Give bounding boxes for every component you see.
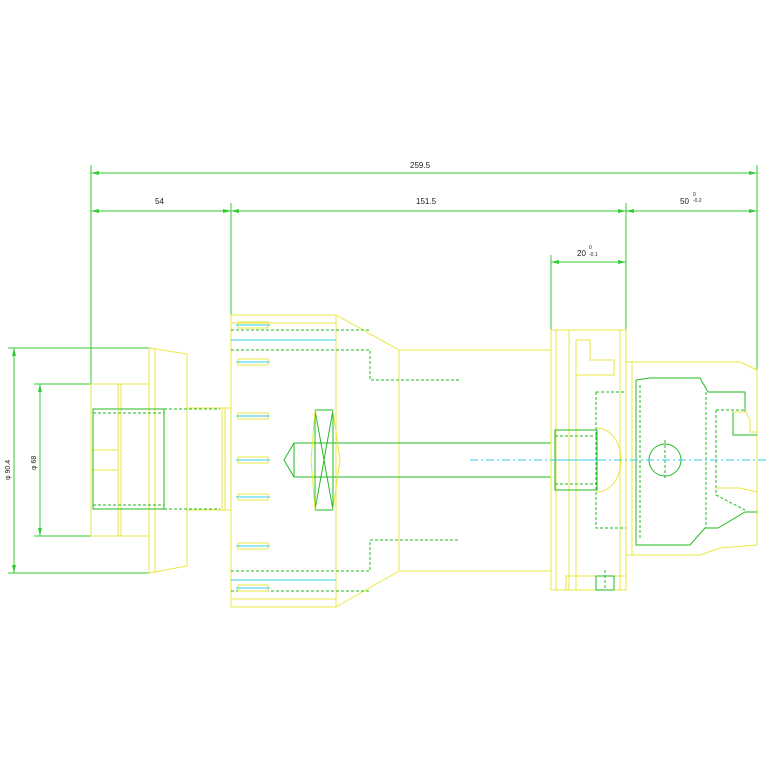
right-length-label: 50 — [680, 197, 689, 206]
dimension-layer — [8, 165, 758, 574]
flange-length-tol-upper: 0 — [589, 245, 592, 251]
inner-diameter-label: φ 68 — [31, 456, 38, 470]
overall-length-label: 259.5 — [410, 161, 431, 170]
middle-length-label: 151.5 — [416, 197, 437, 206]
flange-length-tol-lower: -0.1 — [589, 252, 598, 258]
flange-length-label: 20 — [577, 249, 586, 258]
right-length-tol-upper: 0 — [693, 192, 696, 198]
outer-diameter-label: φ 90.4 — [5, 460, 12, 480]
main-body — [230, 314, 552, 608]
left-shank — [90, 347, 232, 574]
right-length-tol-lower: -0.2 — [693, 198, 702, 204]
left-length-label: 54 — [155, 197, 164, 206]
